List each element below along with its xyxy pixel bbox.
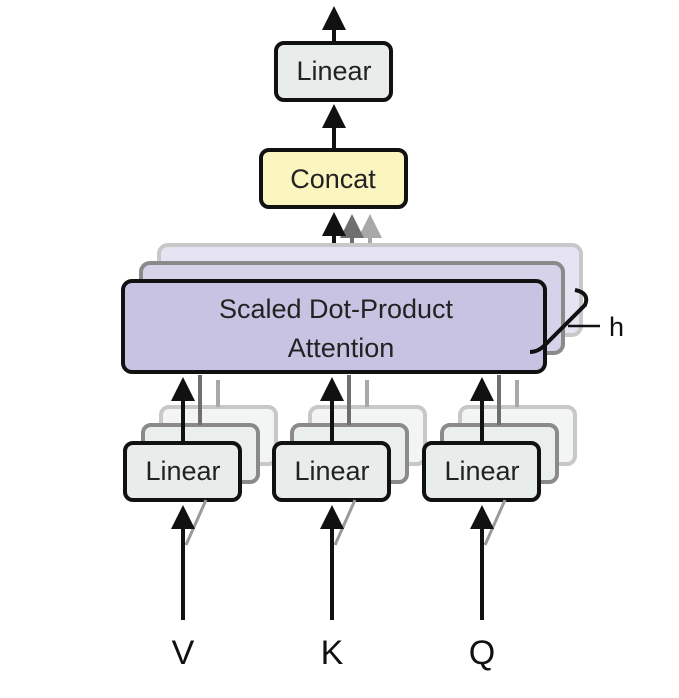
input-q-shadow (483, 499, 507, 546)
concat-box (259, 148, 408, 209)
concat-block: Concat (259, 148, 408, 209)
input-label-k: K (321, 634, 344, 672)
linear-stack-k: Linear (272, 375, 427, 502)
heads-label: h (609, 312, 624, 342)
input-label-v: V (172, 634, 195, 672)
input-label-q: Q (469, 634, 495, 672)
output-linear-block: Linear (274, 41, 393, 102)
output-linear-label: Linear (296, 56, 371, 86)
attention-label-line1: Scaled Dot-Product (219, 294, 454, 324)
linear-stack-v: Linear (123, 375, 278, 502)
attention-box (121, 279, 547, 374)
input-arrows (171, 499, 507, 620)
linear-stack-q: Linear (422, 375, 577, 502)
linear-k-label: Linear (294, 456, 369, 486)
linear-q-label: Linear (444, 456, 519, 486)
output-linear-box (274, 41, 393, 102)
concat-label: Concat (290, 164, 376, 194)
attention-block: Scaled Dot-Product Attention (121, 279, 547, 374)
attention-label-line2: Attention (288, 333, 395, 363)
input-k-shadow (333, 499, 357, 546)
heads-bracket (529, 288, 589, 354)
input-v-shadow (184, 499, 208, 546)
linear-v-label: Linear (145, 456, 220, 486)
